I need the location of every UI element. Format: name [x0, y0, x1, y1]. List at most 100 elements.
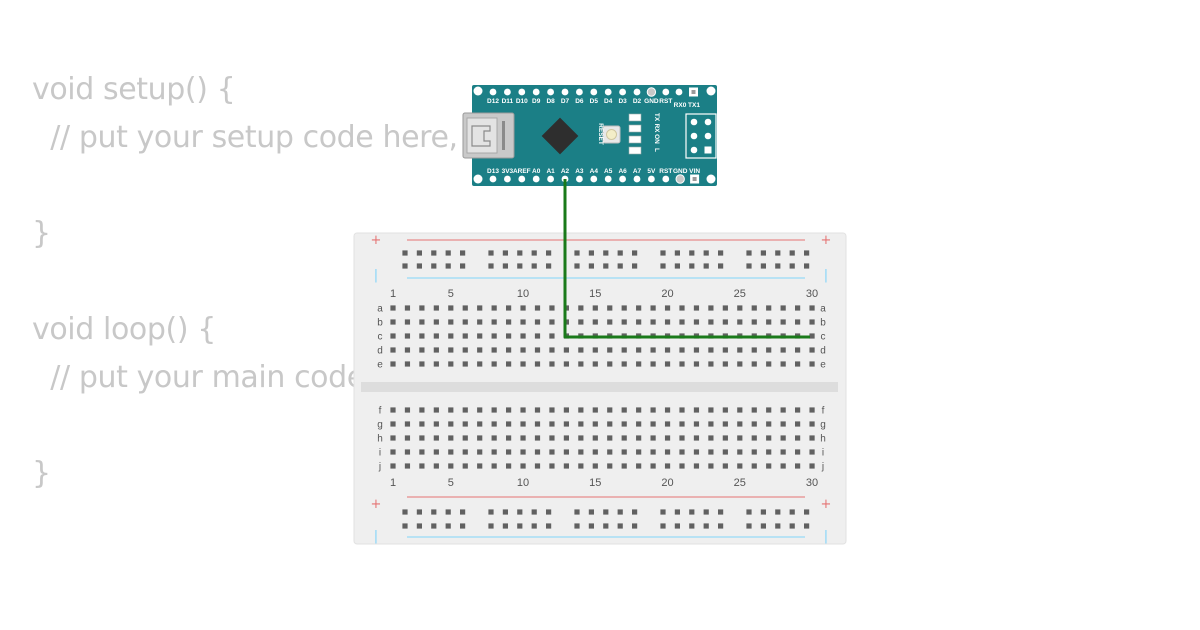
breadboard-hole[interactable]	[506, 435, 512, 441]
breadboard-hole[interactable]	[578, 347, 584, 353]
rail-hole[interactable]	[703, 250, 709, 256]
breadboard-hole[interactable]	[549, 449, 555, 455]
breadboard-hole[interactable]	[636, 305, 642, 311]
breadboard-hole[interactable]	[621, 449, 627, 455]
breadboard-hole[interactable]	[751, 361, 757, 367]
breadboard-hole[interactable]	[578, 319, 584, 325]
rail-hole[interactable]	[588, 523, 594, 529]
breadboard-hole[interactable]	[679, 449, 685, 455]
rail-hole[interactable]	[488, 263, 494, 269]
rail-hole[interactable]	[674, 250, 680, 256]
rail-hole[interactable]	[660, 523, 666, 529]
pin-a0[interactable]	[532, 175, 540, 183]
breadboard-hole[interactable]	[477, 333, 483, 339]
breadboard-hole[interactable]	[809, 435, 815, 441]
breadboard-hole[interactable]	[419, 347, 425, 353]
rail-hole[interactable]	[804, 509, 810, 515]
breadboard-hole[interactable]	[520, 305, 526, 311]
breadboard-hole[interactable]	[506, 305, 512, 311]
breadboard-hole[interactable]	[390, 305, 396, 311]
rail-hole[interactable]	[402, 250, 408, 256]
breadboard-hole[interactable]	[809, 407, 815, 413]
rail-hole[interactable]	[502, 509, 508, 515]
breadboard-hole[interactable]	[404, 435, 411, 441]
breadboard-hole[interactable]	[477, 449, 483, 455]
breadboard-hole[interactable]	[737, 347, 743, 353]
breadboard-hole[interactable]	[477, 463, 483, 469]
breadboard-hole[interactable]	[534, 319, 541, 325]
rail-hole[interactable]	[431, 263, 437, 269]
breadboard-hole[interactable]	[809, 449, 815, 455]
breadboard-hole[interactable]	[780, 305, 786, 311]
breadboard-hole[interactable]	[433, 463, 439, 469]
pin-d3[interactable]	[619, 88, 626, 96]
breadboard-hole[interactable]	[809, 421, 815, 427]
breadboard-hole[interactable]	[534, 463, 541, 469]
rail-hole[interactable]	[804, 523, 810, 529]
wire[interactable]	[563, 179, 810, 339]
breadboard-hole[interactable]	[737, 421, 743, 427]
breadboard-hole[interactable]	[534, 407, 541, 413]
breadboard-hole[interactable]	[737, 361, 743, 367]
rail-hole[interactable]	[502, 263, 508, 269]
rail-hole[interactable]	[789, 509, 795, 515]
breadboard-hole[interactable]	[621, 319, 627, 325]
rail-hole[interactable]	[760, 509, 766, 515]
pin-aref[interactable]	[518, 175, 526, 183]
breadboard-hole[interactable]	[722, 407, 728, 413]
breadboard-hole[interactable]	[534, 333, 541, 339]
breadboard-hole[interactable]	[693, 435, 700, 441]
breadboard-hole[interactable]	[433, 407, 439, 413]
breadboard-hole[interactable]	[722, 463, 728, 469]
breadboard-hole[interactable]	[433, 347, 439, 353]
breadboard-hole[interactable]	[549, 463, 555, 469]
breadboard-hole[interactable]	[708, 347, 714, 353]
breadboard-hole[interactable]	[751, 421, 757, 427]
breadboard-hole[interactable]	[708, 449, 714, 455]
pin-d9[interactable]	[532, 88, 540, 96]
breadboard-hole[interactable]	[766, 361, 772, 367]
breadboard-hole[interactable]	[419, 407, 425, 413]
rail-hole[interactable]	[760, 250, 766, 256]
rail-hole[interactable]	[574, 250, 580, 256]
breadboard-hole[interactable]	[390, 361, 396, 367]
breadboard-hole[interactable]	[448, 449, 454, 455]
breadboard-hole[interactable]	[780, 435, 786, 441]
breadboard-hole[interactable]	[520, 435, 526, 441]
rail-hole[interactable]	[718, 523, 724, 529]
breadboard-hole[interactable]	[549, 333, 555, 339]
rail-hole[interactable]	[746, 250, 752, 256]
rail-hole[interactable]	[632, 509, 638, 515]
rail-hole[interactable]	[517, 250, 523, 256]
breadboard-hole[interactable]	[520, 421, 526, 427]
breadboard-hole[interactable]	[477, 319, 483, 325]
breadboard-hole[interactable]	[506, 463, 512, 469]
rail-hole[interactable]	[603, 250, 609, 256]
breadboard-hole[interactable]	[534, 421, 541, 427]
breadboard-hole[interactable]	[578, 361, 584, 367]
breadboard-hole[interactable]	[404, 449, 411, 455]
breadboard-hole[interactable]	[780, 319, 786, 325]
breadboard-hole[interactable]	[520, 333, 526, 339]
pin-gnd[interactable]	[646, 87, 657, 97]
breadboard-hole[interactable]	[448, 361, 454, 367]
breadboard-hole[interactable]	[462, 421, 468, 427]
pin-d4[interactable]	[604, 88, 612, 96]
rail-hole[interactable]	[674, 263, 680, 269]
breadboard-hole[interactable]	[679, 319, 685, 325]
breadboard-hole[interactable]	[636, 347, 642, 353]
breadboard-hole[interactable]	[607, 463, 613, 469]
breadboard-hole[interactable]	[534, 305, 541, 311]
pin-a6[interactable]	[619, 175, 626, 183]
rail-hole[interactable]	[775, 263, 781, 269]
pin-5v[interactable]	[648, 175, 655, 183]
breadboard-hole[interactable]	[650, 407, 656, 413]
rail-hole[interactable]	[531, 250, 537, 256]
breadboard-hole[interactable]	[448, 305, 454, 311]
pin-d2[interactable]	[633, 88, 641, 96]
rail-hole[interactable]	[632, 523, 638, 529]
rail-hole[interactable]	[416, 509, 422, 515]
reset-button[interactable]	[602, 125, 621, 144]
breadboard-hole[interactable]	[563, 463, 569, 469]
breadboard-hole[interactable]	[607, 407, 613, 413]
